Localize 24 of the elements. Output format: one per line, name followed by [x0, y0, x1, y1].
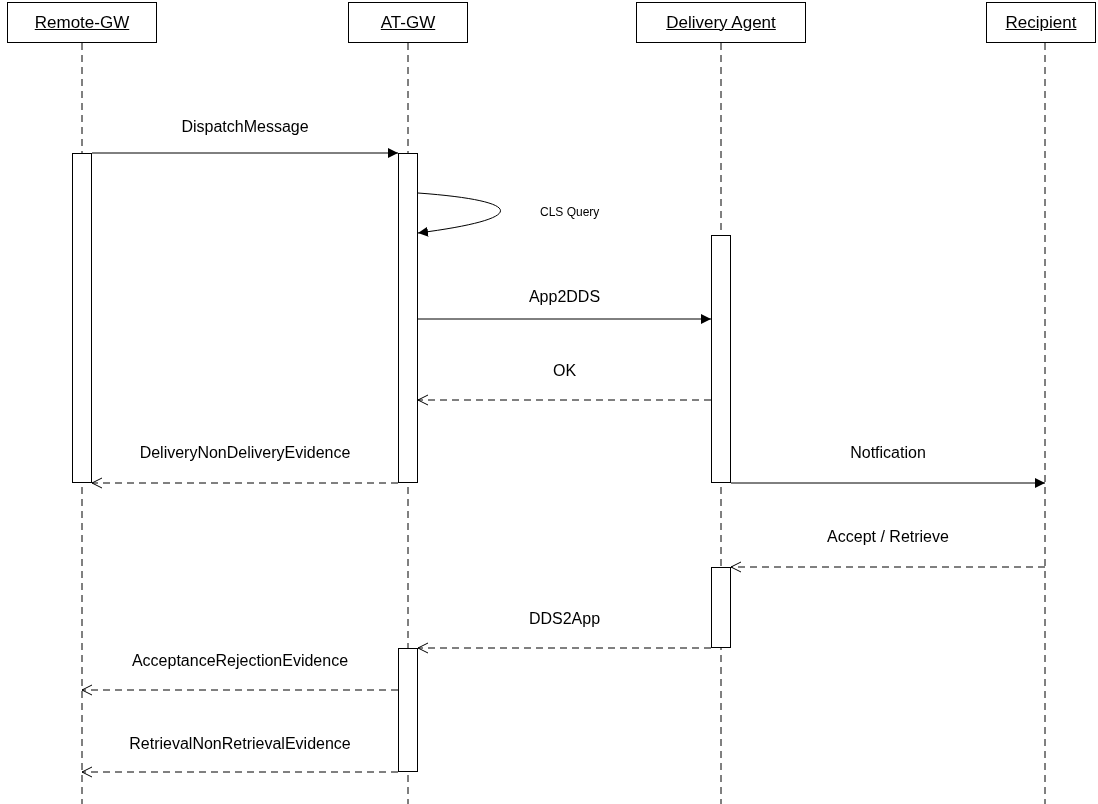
message-arrow: [81, 766, 399, 778]
activation-bar: [72, 153, 92, 483]
message-label: App2DDS: [526, 288, 603, 306]
participant-name: Delivery Agent: [666, 12, 776, 33]
message-arrow: [81, 684, 399, 696]
message-label: CLS Query: [538, 205, 602, 219]
activation-bar: [398, 648, 418, 772]
message-arrow: [91, 148, 399, 158]
message-arrow: [417, 642, 712, 654]
message-arrow: [730, 478, 1046, 488]
participant-name: Recipient: [1005, 12, 1077, 33]
message-label: Accept / Retrieve: [825, 528, 951, 546]
participant-name: Remote-GW: [34, 12, 130, 33]
message-arrow: [417, 192, 501, 237]
message-arrow: [730, 561, 1046, 573]
message-arrow: [91, 477, 399, 489]
message-label: AcceptanceRejectionEvidence: [129, 652, 351, 670]
participant-name: AT-GW: [380, 12, 436, 33]
activation-bar: [711, 567, 731, 648]
activation-bar: [398, 153, 418, 483]
message-arrow: [417, 314, 712, 324]
message-arrow: [417, 394, 712, 406]
activation-bar: [711, 235, 731, 483]
message-label: DispatchMessage: [179, 118, 311, 136]
